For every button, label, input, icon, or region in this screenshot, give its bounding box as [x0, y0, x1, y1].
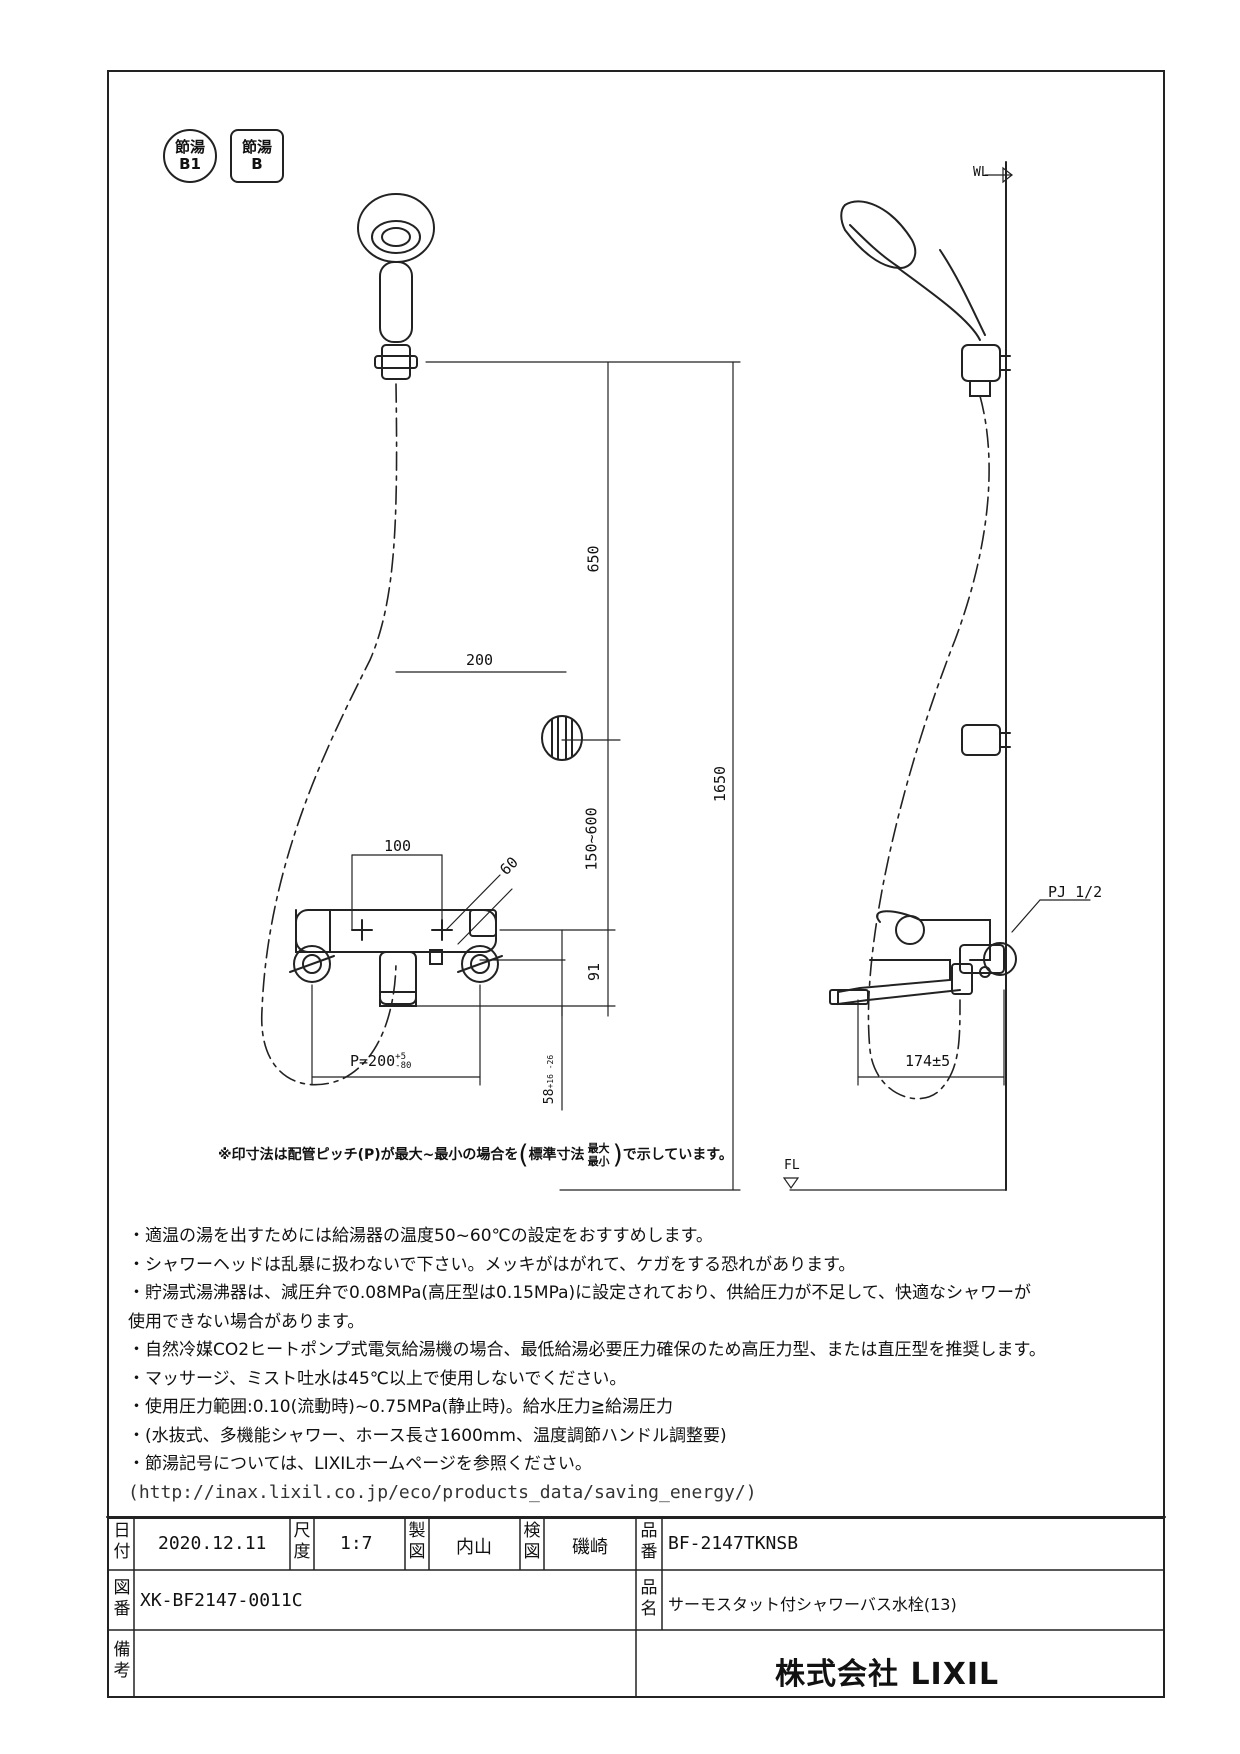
dim-1650: 1650: [711, 765, 730, 803]
badge-b-line1: 節湯: [241, 138, 272, 156]
notice-standard: 標準寸法: [528, 1147, 585, 1163]
dim-91: 91: [585, 962, 604, 982]
pitch-dimension: P=200+5-80: [350, 1052, 411, 1071]
pitch-tol-plus: +5: [395, 1051, 406, 1062]
front-shower-head: [357, 193, 435, 380]
wall-line-label: WL: [973, 165, 989, 180]
notice-part1: ※印寸法は配管ピッチ(P)が最大~最小の場合を: [218, 1147, 519, 1163]
product-name-value: サーモスタット付シャワーバス水栓(13): [668, 1595, 957, 1614]
note-line: ・シャワーヘッドは乱暴に扱わないで下さい。メッキがはがれて、ケガをする恐れがあり…: [128, 1254, 856, 1275]
product-name-label: 品名: [640, 1578, 658, 1619]
checked-label: 検図: [523, 1521, 541, 1562]
scale-value: 1:7: [340, 1533, 373, 1554]
drawn-by: 内山: [456, 1537, 492, 1558]
note-line: ・使用圧力範囲:0.10(流動時)~0.75MPa(静止時)。給水圧力≧給湯圧力: [128, 1397, 674, 1417]
side-shower-hook: [961, 724, 1011, 756]
side-hose-path: [867, 395, 990, 1100]
dim-150-600: 150~600: [582, 807, 601, 871]
front-view: [261, 193, 741, 1191]
company-name: 株式会社 LIXIL: [775, 1657, 1000, 1692]
front-shower-hook: [541, 715, 583, 761]
badge-b-line2: B: [251, 155, 263, 173]
pitch-tol-minus: -80: [395, 1060, 412, 1071]
note-line: ・(水抜式、多機能シャワー、ホース長さ1600mm、温度調節ハンドル調整要): [128, 1425, 727, 1446]
front-dimension-lines: [311, 361, 741, 1191]
notice-max: 最大: [587, 1142, 610, 1155]
reference-url: (http://inax.lixil.co.jp/eco/products_da…: [128, 1481, 757, 1503]
dim-650: 650: [584, 545, 603, 573]
pipe-joint-label: PJ 1/2: [1048, 883, 1103, 901]
badge-b1-line2: B1: [179, 155, 201, 173]
side-mixer-body: [829, 910, 1017, 1006]
dim-174: 174±5: [905, 1052, 951, 1070]
side-shower-head: [840, 200, 1011, 397]
drawn-label: 製図: [408, 1521, 426, 1562]
drawing-no-label: 図番: [113, 1578, 131, 1619]
pitch-main: P=200: [350, 1052, 396, 1070]
note-line: ・節湯記号については、LIXILホームページを参照ください。: [128, 1454, 592, 1474]
badge-b1-line1: 節湯: [174, 138, 205, 156]
part-no-value: BF-2147TKNSB: [668, 1533, 799, 1554]
dim-200: 200: [466, 651, 494, 669]
floor-line-label: FL: [784, 1158, 800, 1173]
notice-min: 最小: [587, 1155, 610, 1168]
side-dimension-lines: [857, 899, 1091, 1086]
note-line: ・自然冷媒CO2ヒートポンプ式電気給湯機の場合、最低給湯必要圧力確保のため高圧力…: [128, 1340, 1046, 1360]
note-line: ・貯湯式湯沸器は、減圧弁で0.08MPa(高圧型は0.15MPa)に設定されてお…: [128, 1283, 1032, 1303]
date-label: 日付: [113, 1521, 131, 1562]
front-mixer-body: [289, 909, 503, 1007]
notice-part2: で示しています。: [622, 1147, 733, 1163]
front-hose-path: [261, 383, 398, 1086]
side-view: [782, 161, 1091, 1191]
dim-58-main: 58: [542, 1088, 558, 1105]
water-saving-b1-badge: 節湯 B1: [163, 129, 217, 183]
dim-100: 100: [384, 837, 412, 855]
scale-label: 尺度: [293, 1521, 311, 1562]
dim-58: 58+16 -26: [542, 1055, 557, 1104]
checked-by: 磯崎: [572, 1537, 608, 1558]
note-line: 使用できない場合があります。: [128, 1311, 365, 1332]
dimension-notice: ※印寸法は配管ピッチ(P)が最大~最小の場合を(標準寸法最大最小)で示しています…: [218, 1140, 733, 1170]
note-line: ・マッサージ、ミスト吐水は45℃以上で使用しないでください。: [128, 1368, 627, 1389]
drawing-no-value: XK-BF2147-0011C: [140, 1590, 303, 1611]
date-value: 2020.12.11: [158, 1533, 267, 1554]
note-line: ・適温の湯を出すためには給湯器の温度50~60℃の設定をおすすめします。: [128, 1226, 713, 1246]
dim-58-tolerance: +16 -26: [546, 1054, 556, 1089]
usage-notes: ・適温の湯を出すためには給湯器の温度50~60℃の設定をおすすめします。 ・シャ…: [128, 1222, 1046, 1507]
water-saving-b-badge: 節湯 B: [230, 129, 284, 183]
part-no-label: 品番: [640, 1521, 658, 1562]
remarks-label: 備考: [113, 1640, 131, 1681]
